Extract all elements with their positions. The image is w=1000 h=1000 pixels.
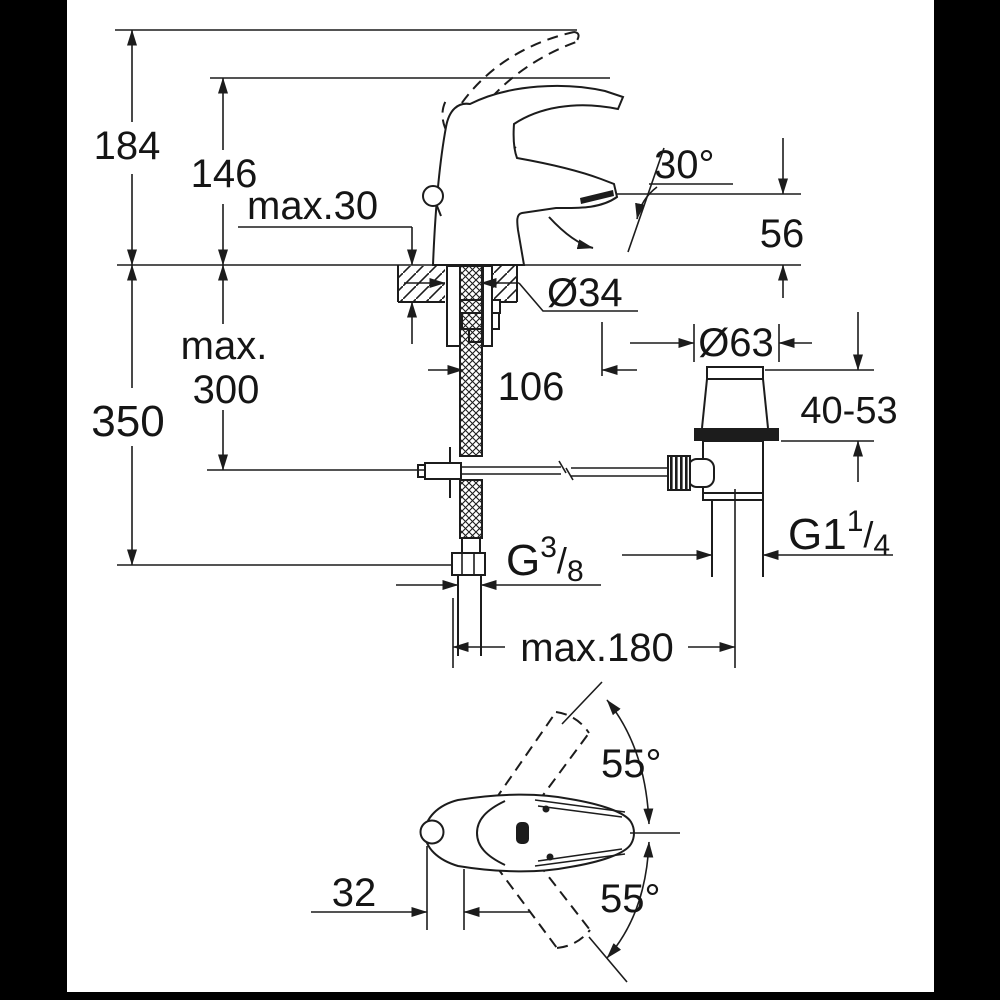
dim-label-106: 106 [498,365,565,409]
faucet-plan-outline [419,793,636,873]
dim-spout-projection: 106 [428,322,637,409]
popup-knurled-knob-icon [667,455,691,491]
dim-label-max180: max.180 [520,626,673,670]
dim-label-32: 32 [332,871,377,915]
dim-waste-thread: G11/4 [622,505,893,562]
dim-max-deck-thickness: max.30 [238,184,417,344]
dim-label-max: max. [181,324,268,368]
dim-label-56: 56 [760,212,805,256]
dim-handle-swivel-upper: 55° [561,681,662,825]
dim-label-55-upper: 55° [601,742,662,786]
dim-label-d63: Ø63 [698,321,774,365]
dim-max-waste-distance: max.180 [452,598,736,670]
dim-hole-diameter: Ø34 [404,271,638,315]
dim-handle-swivel-lower: 55° [588,841,661,983]
dim-waste-flange-diameter: Ø63 [630,321,812,365]
dim-max-hose-depth: max. 300 [181,264,268,471]
dim-handle-offset: 32 [311,846,531,930]
dim-label-184: 184 [94,124,161,168]
dim-spout-to-deck: 56 [760,138,805,298]
faucet-outline [422,84,625,266]
water-stream-arrow-icon [548,216,594,250]
popup-rod-assembly [207,447,670,498]
dim-spout-height: 146 [191,77,258,266]
dim-label-max30: max.30 [247,184,378,228]
popup-knob-plan-icon [419,819,445,845]
dim-waste-clamp-range: 40-53 [765,312,898,482]
dim-label-4053: 40-53 [800,390,897,432]
dim-label-30deg: 30° [654,143,715,187]
dim-spray-angle: 30° [627,143,733,253]
handle-grip-mark-icon [516,822,529,844]
dim-label-g38: G3/8 [506,531,584,588]
side-view: 184 146 max.30 30° 56 350 [91,29,898,670]
dim-total-depth: 350 [91,264,165,566]
handle-swivel-dashed [494,711,591,949]
popup-waste [667,366,779,668]
dim-supply-thread: G3/8 [396,531,601,590]
dim-label-146: 146 [191,152,258,196]
dim-label-55-lower: 55° [600,877,661,921]
mounting-assembly [446,265,501,457]
aerator-icon [580,190,614,204]
dim-overall-height: 184 [94,29,161,266]
plan-view: 55° 55° 32 [311,681,680,983]
dim-label-300: 300 [193,368,260,412]
dim-label-g114: G11/4 [788,505,890,562]
popup-knob-icon [422,185,444,207]
dim-label-d34: Ø34 [547,271,623,315]
dim-label-350: 350 [91,397,164,446]
